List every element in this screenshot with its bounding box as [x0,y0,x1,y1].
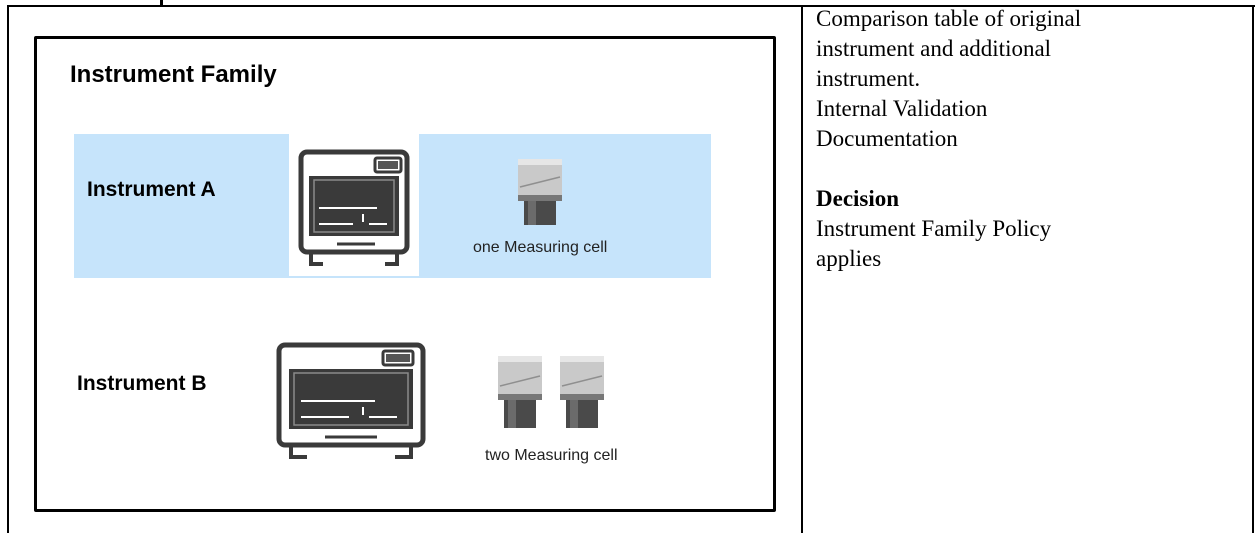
source-line: Internal Validation [816,96,988,121]
instrument-b-device-icon [265,325,437,467]
description-column: Comparison table of original instrument … [816,4,1246,274]
paragraph-spacer [816,154,1246,184]
decision-line: Instrument Family Policy [816,216,1052,241]
table-top-border [7,5,1255,7]
measuring-cell-icon [560,356,604,428]
instrument-b-cell-caption: two Measuring cell [485,447,618,464]
instrument-b-label: Instrument B [77,372,207,395]
table-border-fragment [160,0,163,6]
description-line: Comparison table of original [816,6,1082,31]
instrument-a-cell-caption: one Measuring cell [473,239,608,256]
description-line: instrument and additional [816,36,1052,61]
measuring-cell-icon [518,159,562,225]
instrument-a-device-icon [289,132,419,276]
instrument-family-figure: Instrument Family Instrument A one Measu… [34,36,776,512]
table-column-divider [801,5,803,533]
decision-line: applies [816,246,882,271]
description-line: instrument. [816,66,921,91]
figure-title: Instrument Family [70,61,277,88]
measuring-cell-icon [498,356,542,428]
instrument-a-label: Instrument A [87,178,216,201]
table-right-border [1252,5,1254,533]
source-line: Documentation [816,126,958,151]
decision-heading: Decision [816,186,900,211]
table-left-border [7,5,9,533]
